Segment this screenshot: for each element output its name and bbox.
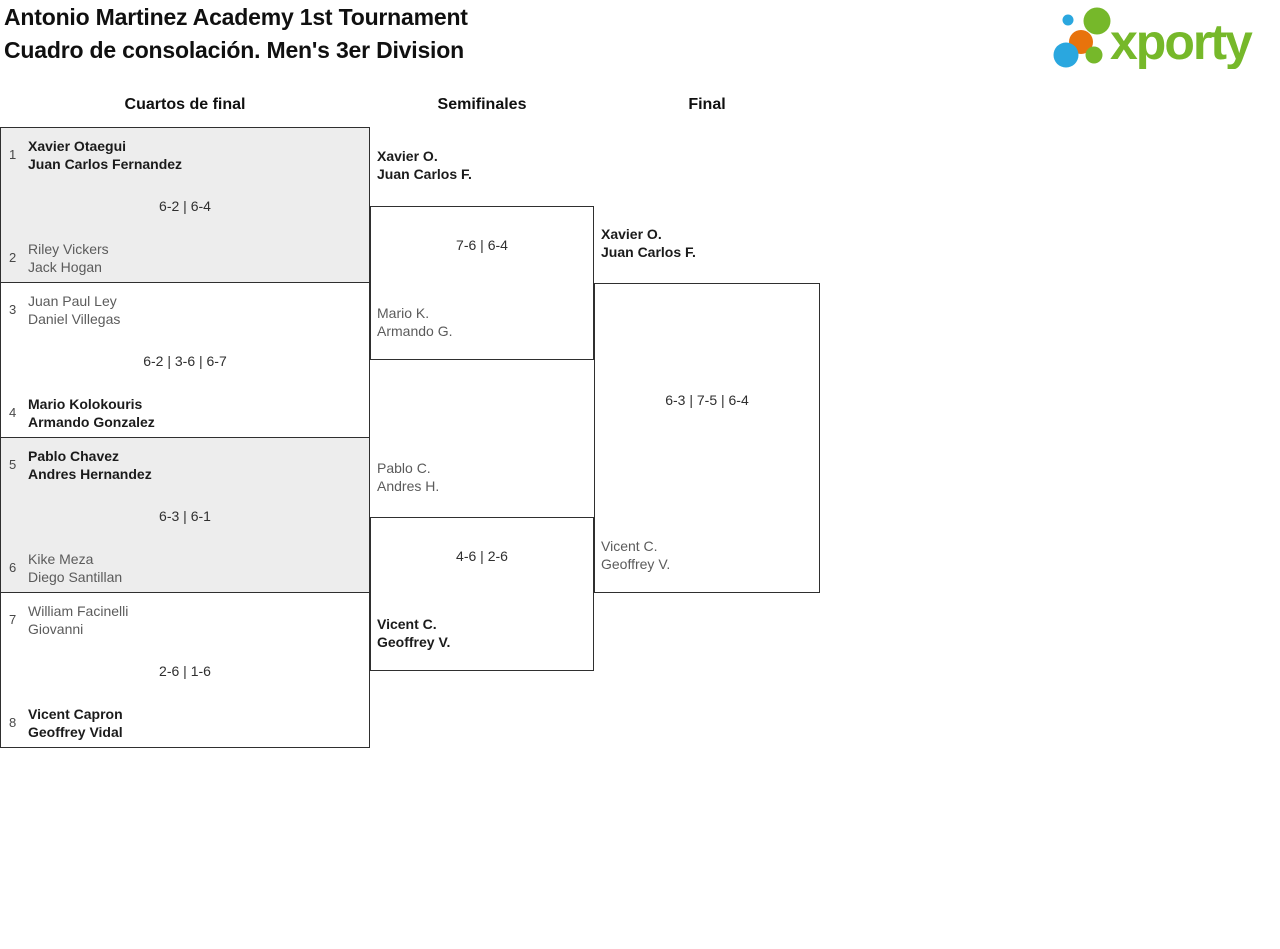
round-header-cuartos: Cuartos de final (124, 96, 246, 113)
round-header-final: Final (688, 96, 726, 113)
seed-number: 1 (9, 147, 17, 162)
team-name-line: Geoffrey V. (377, 634, 451, 650)
title-line-1: Antonio Martinez Academy 1st Tournament (4, 4, 468, 30)
match-score: 6-2 | 3-6 | 6-7 (143, 353, 227, 369)
team-name-line: Kike Meza (28, 551, 94, 567)
round-header-semifinales: Semifinales (437, 96, 527, 113)
team-pair-loser: Mario K. Armando G. (377, 304, 452, 340)
team-name-line: Jack Hogan (28, 259, 102, 275)
team-pair-winner: Xavier O. Juan Carlos F. (601, 225, 696, 261)
team-pair-loser: Juan Paul Ley Daniel Villegas (28, 292, 120, 328)
team-name-line: Vicent C. (601, 538, 658, 554)
quarterfinal-match-1[interactable]: 1 Xavier Otaegui Juan Carlos Fernandez 6… (0, 127, 370, 283)
team-pair-winner: Vicent Capron Geoffrey Vidal (28, 705, 123, 741)
match-score: 7-6 | 6-4 (456, 237, 508, 253)
team-name-line: Vicent C. (377, 616, 437, 632)
seed-number: 2 (9, 250, 17, 265)
team-pair-loser: Pablo C. Andres H. (377, 459, 439, 495)
team-name-line: Juan Carlos Fernandez (28, 156, 183, 172)
team-pair-loser: Kike Meza Diego Santillan (28, 550, 122, 586)
team-name-line: Riley Vickers (28, 241, 109, 257)
seed-number: 3 (9, 302, 17, 317)
team-pair-winner: Xavier O. Juan Carlos F. (377, 147, 472, 183)
team-name-line: Giovanni (28, 621, 84, 637)
team-name-line: Diego Santillan (28, 569, 123, 585)
team-name-line: Mario K. (377, 305, 430, 321)
match-score: 6-2 | 6-4 (159, 198, 211, 214)
match-score: 6-3 | 6-1 (159, 508, 211, 524)
team-pair-winner: Xavier Otaegui Juan Carlos Fernandez (28, 137, 182, 173)
seed-number: 6 (9, 560, 17, 575)
team-pair-winner: Pablo Chavez Andres Hernandez (28, 447, 152, 483)
team-name-line: Juan Carlos F. (377, 166, 472, 182)
team-name-line: Xavier O. (377, 148, 438, 164)
team-pair-loser: Riley Vickers Jack Hogan (28, 240, 109, 276)
quarterfinal-match-3[interactable]: 5 Pablo Chavez Andres Hernandez 6-3 | 6-… (0, 437, 370, 593)
logo-dots-icon (1053, 7, 1111, 68)
team-name-line: Xavier Otaegui (28, 138, 127, 154)
seed-number: 4 (9, 405, 17, 420)
team-name-line: Juan Paul Ley (28, 293, 117, 309)
final-match[interactable] (594, 283, 820, 593)
team-name-line: Geoffrey Vidal (28, 724, 123, 740)
seed-number: 8 (9, 715, 17, 730)
team-pair-loser: Vicent C. Geoffrey V. (601, 537, 670, 573)
team-pair-winner: Mario Kolokouris Armando Gonzalez (28, 395, 155, 431)
team-name-line: Daniel Villegas (28, 311, 121, 327)
team-name-line: Armando G. (377, 323, 453, 339)
match-score: 2-6 | 1-6 (159, 663, 211, 679)
team-name-line: Andres H. (377, 478, 440, 494)
match-score: 4-6 | 2-6 (456, 548, 508, 564)
semifinal-match-1[interactable] (370, 206, 594, 360)
logo-wordmark: xporty (1110, 14, 1253, 69)
match-score: 6-3 | 7-5 | 6-4 (665, 392, 749, 408)
quarterfinal-match-4[interactable]: 7 William Facinelli Giovanni 2-6 | 1-6 8… (0, 592, 370, 748)
seed-number: 7 (9, 612, 17, 627)
team-pair-loser: William Facinelli Giovanni (28, 602, 128, 638)
seed-number: 5 (9, 457, 17, 472)
team-name-line: Andres Hernandez (28, 466, 152, 482)
team-name-line: Pablo Chavez (28, 448, 120, 464)
page-title: Antonio Martinez Academy 1st Tournament … (4, 1, 468, 67)
quarterfinal-match-2[interactable]: 3 Juan Paul Ley Daniel Villegas 6-2 | 3-… (0, 282, 370, 438)
team-name-line: Xavier O. (601, 226, 662, 242)
semifinal-match-2[interactable] (370, 517, 594, 671)
team-name-line: Pablo C. (377, 460, 431, 476)
team-name-line: Armando Gonzalez (28, 414, 155, 430)
team-name-line: Juan Carlos F. (601, 244, 696, 260)
xporty-logo[interactable]: xporty (1046, 3, 1276, 70)
title-line-2: Cuadro de consolación. Men's 3er Divisio… (4, 37, 464, 63)
team-name-line: William Facinelli (28, 603, 129, 619)
team-name-line: Geoffrey V. (601, 556, 671, 572)
team-pair-winner: Vicent C. Geoffrey V. (377, 615, 450, 651)
team-name-line: Mario Kolokouris (28, 396, 143, 412)
team-name-line: Vicent Capron (28, 706, 123, 722)
